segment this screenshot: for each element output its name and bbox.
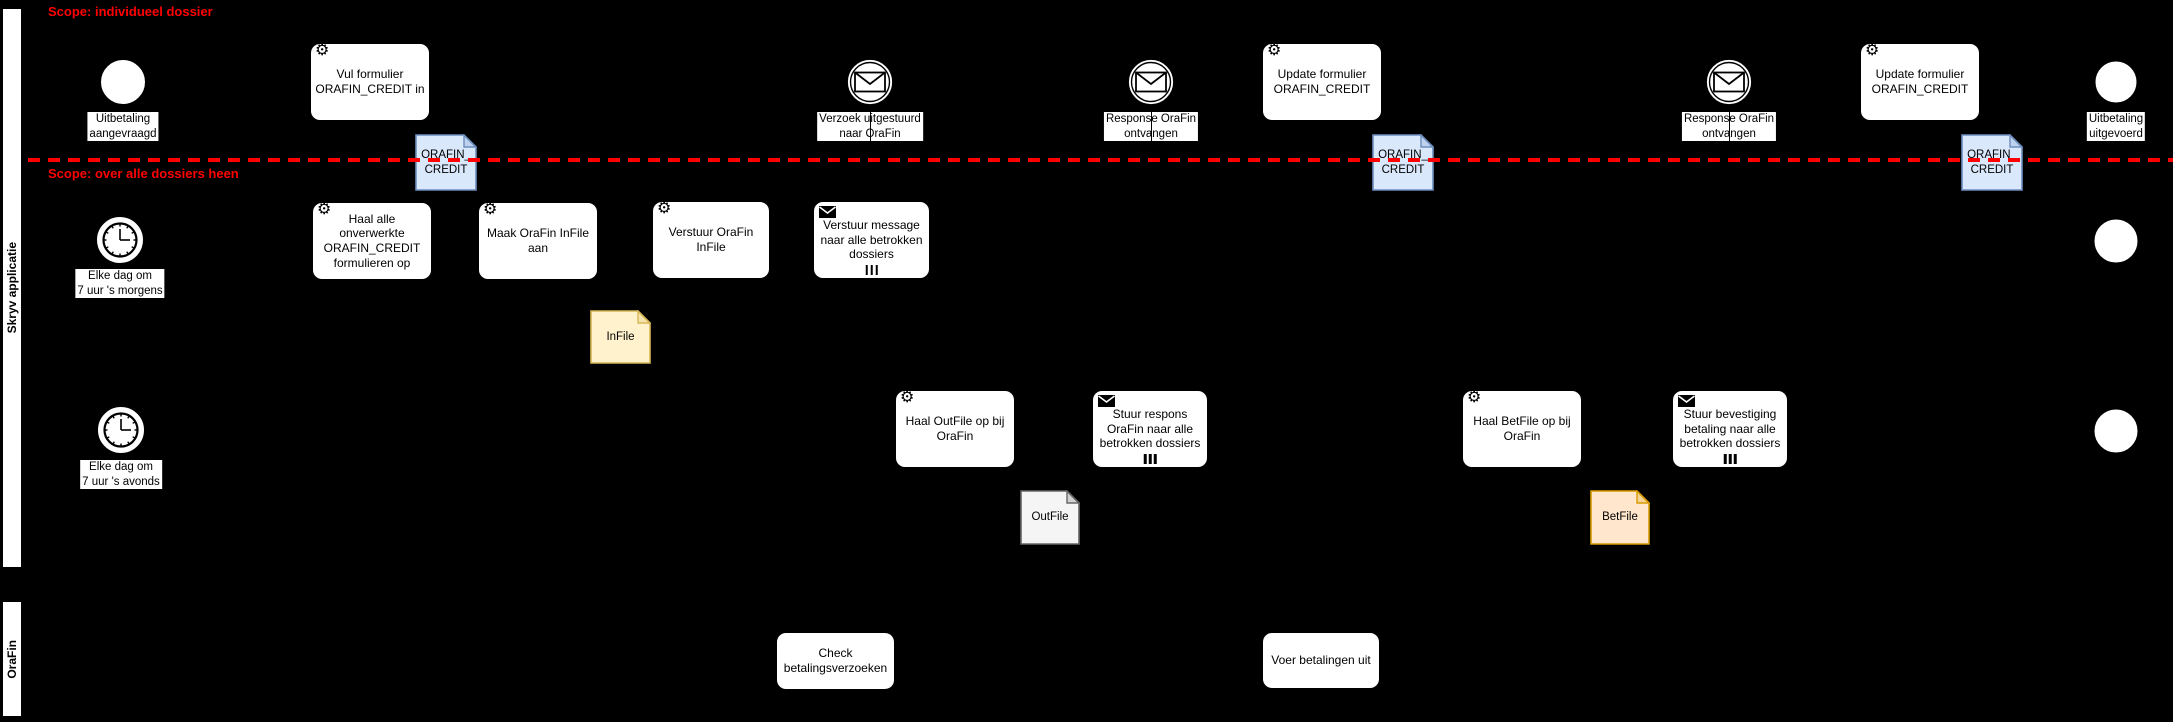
task-haal-betfile-op-bij-orafin[interactable]: ⚙ Haal BetFile op bij OraFin bbox=[1462, 390, 1582, 468]
task-voer-betalingen-uit[interactable]: Voer betalingen uit bbox=[1262, 632, 1380, 689]
scope-annotation-1: Scope: individueel dossier bbox=[48, 4, 213, 19]
document-orafin-credit[interactable]: ORAFIN_ CREDIT bbox=[1961, 133, 2024, 191]
document-orafin-credit[interactable]: ORAFIN_ CREDIT bbox=[1372, 133, 1435, 191]
start-event-icon bbox=[99, 58, 147, 106]
document-orafin-credit[interactable]: ORAFIN_ CREDIT bbox=[415, 133, 478, 191]
service-task-gear-icon: ⚙ bbox=[315, 42, 330, 59]
message-event-icon bbox=[1705, 58, 1753, 106]
task-stuur-bevestiging-betaling-naar-al[interactable]: Stuur bevestiging betaling naar alle bet… bbox=[1672, 390, 1788, 468]
task-update-formulier-orafin-credit[interactable]: ⚙ Update formulier ORAFIN_CREDIT bbox=[1262, 43, 1382, 121]
message-event-icon bbox=[846, 58, 894, 106]
task-label: Vul formulier ORAFIN_CREDIT in bbox=[315, 67, 425, 96]
event-label-verzoek-uitgestuurd-naar-orafin: Verzoek uitgestuurd naar OraFin bbox=[817, 112, 923, 142]
task-label: Stuur respons OraFin naar alle betrokken… bbox=[1099, 407, 1201, 451]
event-label-uitbetaling-uitgevoerd: Uitbetaling uitgevoerd bbox=[2086, 112, 2146, 142]
service-task-gear-icon: ⚙ bbox=[1267, 42, 1282, 59]
task-label: Verstuur OraFin InFile bbox=[668, 225, 754, 254]
task-check-betalingsverzoeken[interactable]: Check betalingsverzoeken bbox=[776, 632, 895, 690]
task-stuur-respons-orafin-naar-alle-bet[interactable]: Stuur respons OraFin naar alle betrokken… bbox=[1092, 390, 1208, 468]
document-icon bbox=[1590, 489, 1651, 545]
timer-event-icon bbox=[95, 215, 145, 265]
document-outfile[interactable]: OutFile bbox=[1020, 489, 1081, 545]
task-update-formulier-orafin-credit[interactable]: ⚙ Update formulier ORAFIN_CREDIT bbox=[1860, 43, 1980, 121]
task-verstuur-message-naar-alle-betrokk[interactable]: Verstuur message naar alle betrokken dos… bbox=[813, 201, 930, 279]
task-label: Stuur bevestiging betaling naar alle bet… bbox=[1679, 407, 1781, 451]
message-flow-line-1 bbox=[870, 106, 871, 158]
task-label: Haal alle onverwerkte ORAFIN_CREDIT form… bbox=[323, 211, 421, 270]
service-task-gear-icon: ⚙ bbox=[317, 201, 332, 218]
service-task-gear-icon: ⚙ bbox=[483, 201, 498, 218]
event-timer-elke-dag-om-7-uur-s-morgens[interactable] bbox=[95, 215, 145, 265]
service-task-gear-icon: ⚙ bbox=[657, 200, 672, 217]
lane-label: Skryv applicatie bbox=[5, 242, 19, 334]
lane-label: OraFin bbox=[5, 639, 19, 679]
lane-bar-skryv-applicatie: Skryv applicatie bbox=[2, 8, 22, 568]
document-label: ORAFIN_ CREDIT bbox=[421, 149, 471, 176]
end-event-icon bbox=[2092, 58, 2140, 106]
document-label: OutFile bbox=[1031, 511, 1069, 524]
task-label: Voer betalingen uit bbox=[1271, 653, 1371, 668]
end-event-icon bbox=[2091, 216, 2141, 266]
task-label: Maak OraFin InFile aan bbox=[486, 226, 590, 255]
event-label-uitbetaling-aangevraagd: Uitbetaling aangevraagd bbox=[87, 112, 159, 142]
document-label: InFile bbox=[606, 330, 635, 343]
document-label: ORAFIN_ CREDIT bbox=[1967, 149, 2017, 176]
task-vul-formulier-orafin-credit-in[interactable]: ⚙ Vul formulier ORAFIN_CREDIT in bbox=[310, 43, 430, 121]
document-label: BetFile bbox=[1602, 511, 1638, 524]
task-label: Update formulier ORAFIN_CREDIT bbox=[1871, 67, 1969, 96]
message-flow-line-2 bbox=[1151, 106, 1152, 158]
document-infile[interactable]: InFile bbox=[590, 309, 652, 364]
event-end-uitbetaling-uitgevoerd[interactable] bbox=[2092, 58, 2140, 106]
document-icon bbox=[415, 133, 478, 191]
event-end-end-2116-241[interactable] bbox=[2091, 216, 2141, 266]
event-label-elke-dag-om-7-uur-s-morgens: Elke dag om 7 uur 's morgens bbox=[75, 269, 165, 299]
document-label: ORAFIN_ CREDIT bbox=[1378, 149, 1428, 176]
end-event-icon bbox=[2091, 406, 2141, 456]
multi-instance-marker-icon bbox=[1723, 454, 1737, 464]
task-haal-outfile-op-bij-orafin[interactable]: ⚙ Haal OutFile op bij OraFin bbox=[895, 390, 1015, 468]
event-start-uitbetaling-aangevraagd[interactable] bbox=[99, 58, 147, 106]
task-maak-orafin-infile-aan[interactable]: ⚙ Maak OraFin InFile aan bbox=[478, 202, 598, 280]
task-label: Haal OutFile op bij OraFin bbox=[905, 414, 1005, 443]
document-icon bbox=[590, 309, 652, 364]
document-icon bbox=[1961, 133, 2024, 191]
message-event-icon bbox=[1127, 58, 1175, 106]
document-icon bbox=[1372, 133, 1435, 191]
service-task-gear-icon: ⚙ bbox=[900, 389, 915, 406]
multi-instance-marker-icon bbox=[1143, 454, 1157, 464]
scope-separator-line bbox=[28, 158, 2173, 162]
task-verstuur-orafin-infile[interactable]: ⚙ Verstuur OraFin InFile bbox=[652, 201, 770, 279]
send-task-envelope-icon bbox=[1678, 395, 1695, 411]
task-label: Haal BetFile op bij OraFin bbox=[1473, 414, 1571, 443]
event-timer-elke-dag-om-7-uur-s-avonds[interactable] bbox=[96, 405, 146, 455]
document-icon bbox=[1020, 489, 1081, 545]
event-message-response-orafin-ontvangen[interactable] bbox=[1127, 58, 1175, 106]
lane-bar-orafin: OraFin bbox=[2, 601, 22, 717]
service-task-gear-icon: ⚙ bbox=[1467, 389, 1482, 406]
task-haal-alle-onverwerkte-orafin-credi[interactable]: ⚙Haal alle onverwerkte ORAFIN_CREDIT for… bbox=[312, 202, 432, 280]
event-label-elke-dag-om-7-uur-s-avonds: Elke dag om 7 uur 's avonds bbox=[80, 460, 162, 490]
timer-event-icon bbox=[96, 405, 146, 455]
message-flow-line-3 bbox=[1729, 106, 1730, 158]
scope-annotation-2: Scope: over alle dossiers heen bbox=[48, 166, 239, 181]
task-label: Check betalingsverzoeken bbox=[783, 646, 888, 675]
send-task-envelope-icon bbox=[1098, 395, 1115, 411]
send-task-envelope-icon bbox=[819, 206, 836, 222]
multi-instance-marker-icon bbox=[865, 265, 878, 275]
task-label: Update formulier ORAFIN_CREDIT bbox=[1273, 67, 1371, 96]
document-betfile[interactable]: BetFile bbox=[1590, 489, 1651, 545]
event-end-end-2116-431[interactable] bbox=[2091, 406, 2141, 456]
event-message-response-orafin-ontvangen[interactable] bbox=[1705, 58, 1753, 106]
event-message-verzoek-uitgestuurd-naar-orafin[interactable] bbox=[846, 58, 894, 106]
service-task-gear-icon: ⚙ bbox=[1865, 42, 1880, 59]
task-label: Verstuur message naar alle betrokken dos… bbox=[820, 218, 923, 262]
